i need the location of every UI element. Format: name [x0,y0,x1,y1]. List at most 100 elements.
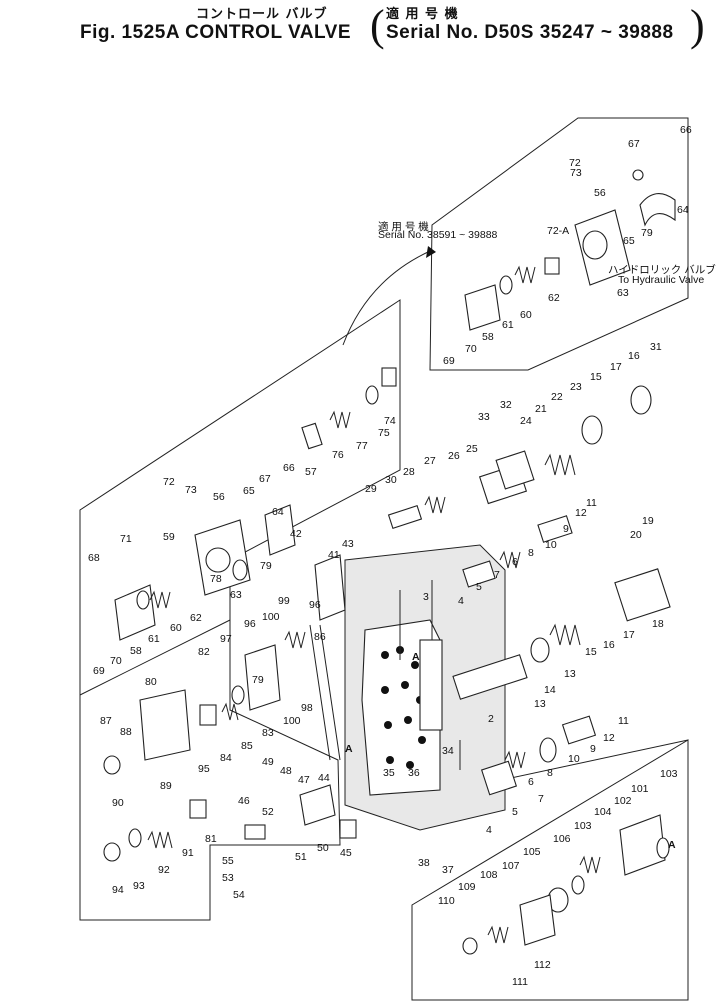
part-label: 24 [520,415,532,427]
part-label: 10 [568,753,580,765]
part-label: 25 [466,443,478,455]
inset-notes: 適 用 号 機 Serial No. 38591 ~ 39888 ハイドロリック… [378,220,717,286]
part-label: 86 [314,631,326,643]
part-label: 68 [88,552,100,564]
inset-arrow-curve [342,251,429,346]
part-label: 8 [547,767,553,779]
reference-letter: A [412,651,420,663]
part-label: 32 [500,399,512,411]
part-label: 57 [305,466,317,478]
part-label: 16 [628,350,640,362]
part-label: 48 [280,765,292,777]
part-label: 81 [205,833,217,845]
part-label: 43 [342,538,354,550]
part-label: 103 [574,820,592,832]
part-label: 22 [551,391,563,403]
part-label: 72 [569,157,581,169]
part-label: 91 [182,847,194,859]
part-label: 99 [278,595,290,607]
part-label: 87 [100,715,112,727]
left-panel-outline [79,299,401,921]
figure-header: コントロール バルブ Fig. 1525A CONTROL VALVE ( 適 … [0,0,717,52]
part-label: 23 [570,381,582,393]
figure-title: Fig. 1525A CONTROL VALVE [80,22,352,43]
part-label: 8 [528,547,534,559]
part-label: 17 [610,361,622,373]
part-label: 70 [110,655,122,667]
part-label: 35 [383,767,395,779]
bottom-parts [462,814,670,955]
part-label: 62 [190,612,202,624]
part-label: 5 [512,806,518,818]
part-label: 94 [112,884,124,896]
part-label: 10 [545,539,557,551]
part-label: 108 [480,869,498,881]
part-label: 18 [652,618,664,630]
part-label: 12 [575,507,587,519]
part-label: 16 [603,639,615,651]
part-label: 4 [458,595,464,607]
reference-letter: A [345,743,353,755]
left-lower-pilot-group [103,644,357,862]
part-label: 52 [262,806,274,818]
part-label: 73 [570,167,582,179]
part-label: 74 [384,415,396,427]
part-label: 60 [170,622,182,634]
part-label: 13 [534,698,546,710]
part-label: 92 [158,864,170,876]
part-label: 61 [148,633,160,645]
part-label: 66 [680,124,692,136]
part-label: 38 [418,857,430,869]
inset-hydraulic-jp: ハイドロリック バルブ へ [608,263,717,276]
bottom-panel-outline [411,739,689,1001]
part-label: 75 [378,427,390,439]
part-label: 56 [594,187,606,199]
part-label: 100 [283,715,301,727]
part-label: 61 [502,319,514,331]
part-label: 85 [241,740,253,752]
paren-left: ( [370,1,385,50]
part-label: 105 [523,846,541,858]
part-label: 64 [677,204,689,216]
part-label: 3 [423,591,429,603]
part-label: 112 [534,959,551,971]
inset-serial: Serial No. 38591 ~ 39888 [378,229,498,241]
part-label: 109 [458,881,476,893]
part-label: 62 [548,292,560,304]
part-label: 79 [252,674,264,686]
part-label: 102 [614,795,632,807]
part-label: 11 [618,715,629,727]
part-label: 111 [512,976,528,988]
part-label: 96 [244,618,256,630]
part-label: 7 [538,793,544,805]
part-label: 42 [290,528,302,540]
part-label: 65 [243,485,255,497]
part-label: 33 [478,411,490,423]
part-label: 69 [93,665,105,677]
lower-spool-assembly [480,715,597,796]
part-label: 19 [642,515,654,527]
part-label: 13 [564,668,576,680]
part-label: 96 [309,599,321,611]
part-label: 76 [332,449,344,461]
part-label: 26 [448,450,460,462]
part-label: 50 [317,842,329,854]
figure-title-japanese: コントロール バルブ [196,7,328,22]
part-label: 9 [590,743,596,755]
part-label: 72-A [547,225,569,237]
part-label: 103 [660,768,678,780]
part-label: 15 [590,371,602,383]
part-label: 67 [628,138,640,150]
part-label: 55 [222,855,234,867]
part-label: 21 [535,403,547,415]
part-label: 11 [586,497,597,509]
part-label: 60 [520,309,532,321]
part-label: 95 [198,763,210,775]
part-label: 64 [272,506,284,518]
part-label: 41 [328,549,340,561]
part-label: 71 [120,533,132,545]
part-label: 2 [488,713,494,725]
part-label: 104 [594,806,612,818]
part-label: 70 [465,343,477,355]
part-label: 6 [512,556,518,568]
